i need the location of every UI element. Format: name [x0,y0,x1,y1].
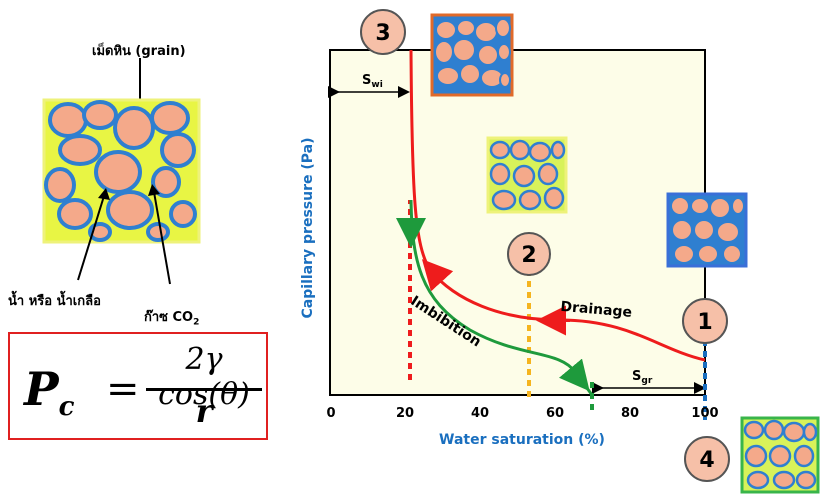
marker-1: 1 [682,298,728,344]
xtick-80: 80 [621,406,639,421]
marker-4: 4 [684,436,730,482]
formula-equals: = [106,366,140,412]
xtick-60: 60 [546,406,564,421]
svg-text:2: 2 [521,243,536,268]
water-label: น้ำ หรือ น้ำเกลือ [8,294,101,309]
formula-denominator: r [195,392,213,430]
formula-box: Pc = 2γ cos(θ) r [8,332,268,440]
x-axis-label: Water saturation (%) [439,432,605,448]
marker-3: 3 [360,9,406,55]
pore-image-middle [486,136,568,214]
plot-area [329,49,706,396]
drainage-label: Drainage [560,299,633,321]
svg-text:4: 4 [699,448,714,473]
co2-label: ก๊าซ CO2 [144,310,200,328]
marker-2: 2 [507,232,551,276]
swi-label: Swi [362,73,383,90]
pore-image-right [666,192,748,268]
pore-image-bottom [740,416,820,494]
xtick-40: 40 [471,406,489,421]
xtick-20: 20 [396,406,414,421]
xtick-100: 100 [691,406,718,421]
pore-square-large [42,98,201,244]
xtick-0: 0 [326,406,335,421]
formula-fraction-bar [146,388,262,391]
svg-text:1: 1 [697,310,712,335]
drainage-curve [409,49,706,362]
formula-lhs: Pc [24,362,75,423]
sgr-label: Sgr [632,369,653,386]
svg-text:3: 3 [375,21,390,46]
formula-numerator: 2γ cos(θ) [158,342,250,412]
grain-label: เม็ดหิน (grain) [92,44,186,59]
y-axis-label: Capillary pressure (Pa) [300,138,316,319]
pore-image-top [430,13,514,97]
